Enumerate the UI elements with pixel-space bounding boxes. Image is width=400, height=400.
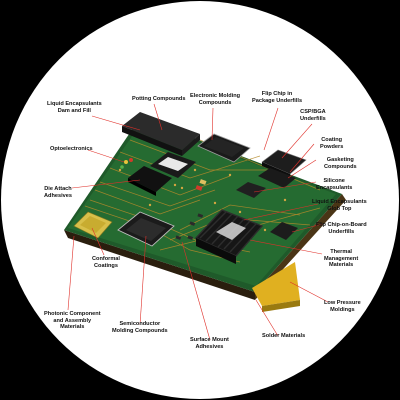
label-flip-chip-in-package-underfills: Flip Chip in Package Underfills	[252, 91, 303, 104]
solder-pads	[118, 168, 287, 232]
potting-block-top	[122, 112, 200, 150]
label-electronic-molding-compounds: Electronic Molding Compounds	[190, 93, 241, 106]
label-liquid-encapsulants-dam-and-fill: Liquid Encapsulants Dam and Fill	[47, 101, 102, 114]
gasketing-chip	[258, 168, 296, 188]
label-silicone-encapsulants: Silicone Encapsulants	[316, 178, 353, 191]
label-optoelectronics: Optoelectronics	[50, 146, 93, 152]
label-solder-materials: Solder Materials	[262, 333, 306, 339]
label-flip-chip-on-board-underfills: Flip Chip-on-Board Underfills	[316, 222, 367, 235]
label-surface-mount-adhesives: Surface Mount Adhesives	[190, 337, 229, 350]
led-red	[129, 158, 133, 162]
label-liquid-encapsulants-glob-top: Liquid Encapsulants Glob Top	[312, 199, 367, 212]
die-attach-chip	[128, 166, 172, 192]
label-die-attach-adhesives: Die Attach Adhesives	[44, 186, 72, 199]
label-coating-powders: Coating Powders	[320, 137, 344, 150]
flip-chip-on-board	[270, 222, 298, 240]
low-pressure-molding	[252, 262, 300, 306]
leader-lines	[67, 103, 329, 341]
label-semiconductor-molding-compounds: Semiconductor Molding Compounds	[112, 321, 168, 334]
label-gasketing-compounds: Gasketing Compounds	[324, 157, 357, 170]
led-yellow	[124, 160, 128, 164]
silicone-chip	[236, 182, 266, 198]
label-potting-compounds: Potting Compounds	[132, 96, 186, 102]
label-thermal-management-materials: Thermal Management Materials	[324, 249, 359, 269]
label-low-pressure-moldings: Low Pressure Moldings	[324, 300, 361, 313]
label-csp-bga-underfills: CSP/BGA Underfills	[300, 109, 326, 122]
board-left-edge	[64, 230, 255, 300]
label-photonic-component-assembly-materials: Photonic Component and Assembly Material…	[44, 311, 101, 331]
smt-components	[175, 213, 204, 240]
led-green	[120, 165, 124, 169]
label-conformal-coatings: Conformal Coatings	[92, 256, 120, 269]
